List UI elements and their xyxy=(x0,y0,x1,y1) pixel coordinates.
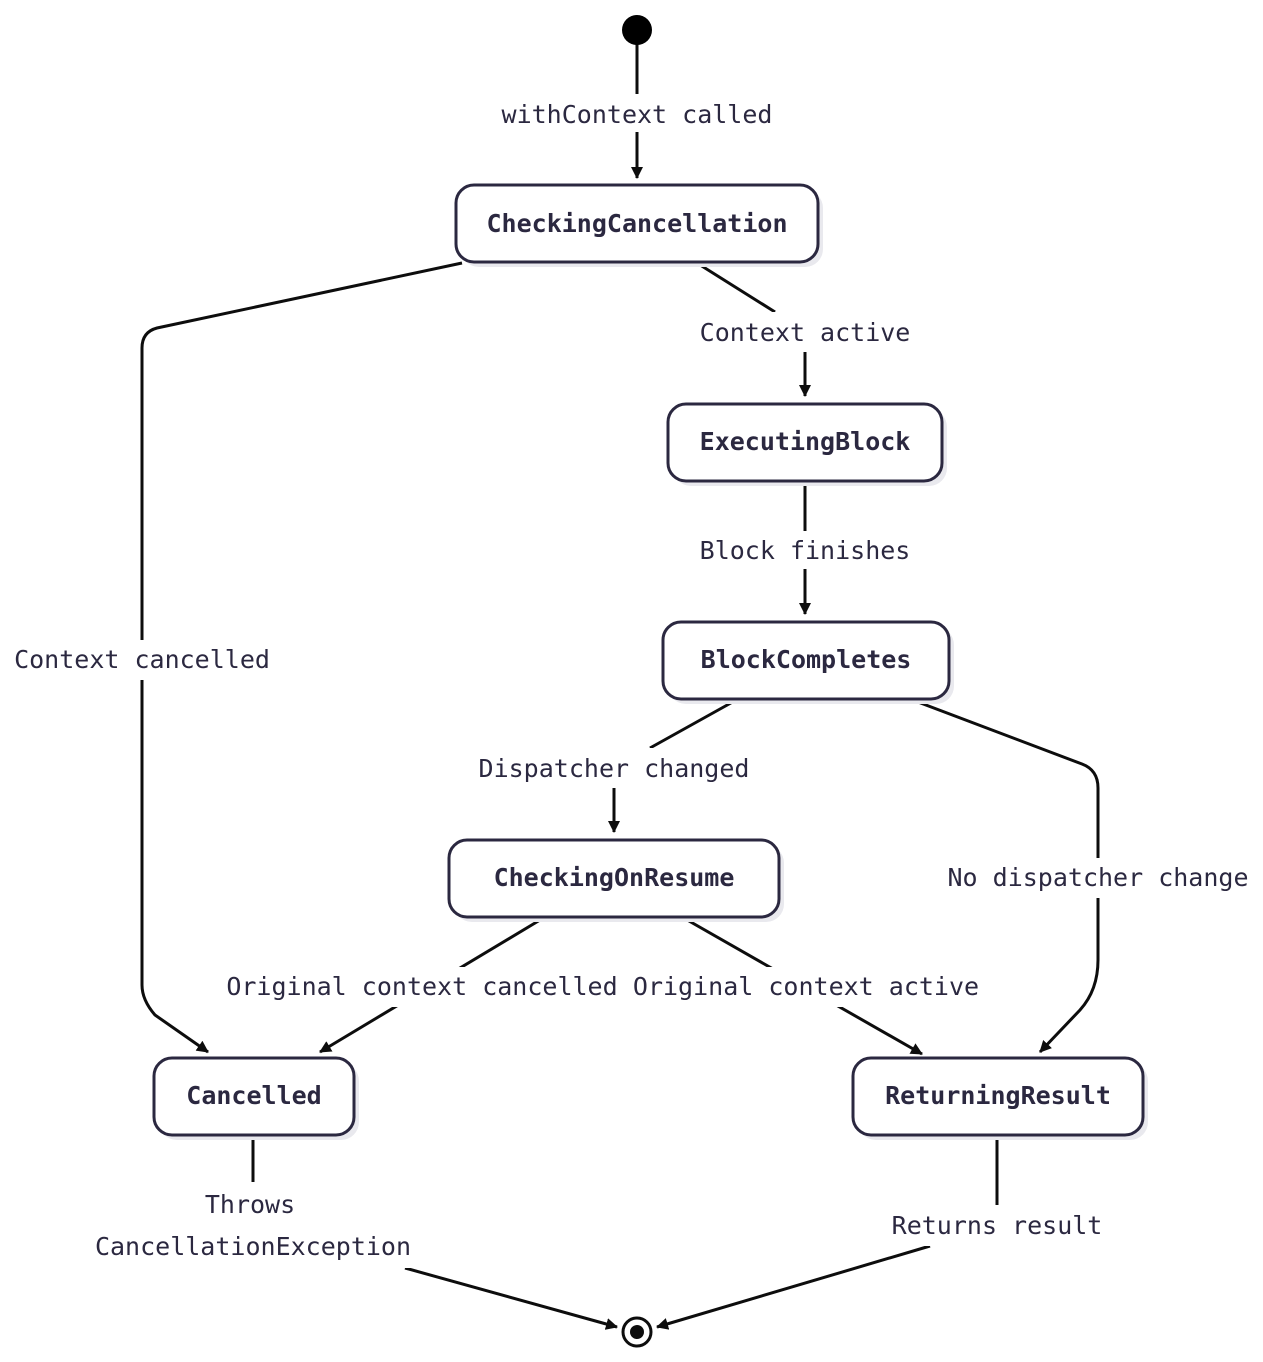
svg-text:Cancelled: Cancelled xyxy=(186,1081,321,1110)
edge-checking-to-executing xyxy=(696,261,805,396)
state-checking-cancellation: CheckingCancellation xyxy=(454,183,823,267)
svg-text:BlockCompletes: BlockCompletes xyxy=(701,645,912,674)
label-completes-to-resume: Dispatcher changed xyxy=(470,748,758,788)
svg-text:CheckingCancellation: CheckingCancellation xyxy=(486,209,787,238)
label-start-to-checking: withContext called xyxy=(498,94,776,132)
svg-text:CheckingOnResume: CheckingOnResume xyxy=(494,863,735,892)
end-node xyxy=(621,1316,653,1348)
state-block-completes: BlockCompletes xyxy=(661,620,954,704)
edge-completes-to-resume xyxy=(614,697,739,832)
label-resume-to-cancelled: Original context cancelled xyxy=(226,967,618,1007)
label-checking-to-cancelled: Context cancelled xyxy=(10,640,274,680)
label-executing-to-completes: Block finishes xyxy=(700,531,911,569)
svg-text:Returns result: Returns result xyxy=(892,1211,1103,1240)
state-executing-block: ExecutingBlock xyxy=(666,402,947,486)
label-completes-to-returning: No dispatcher change xyxy=(940,858,1256,898)
edge-cancelled-to-end xyxy=(251,1135,617,1327)
label-cancelled-to-end: Throws CancellationException xyxy=(92,1182,414,1268)
label-returning-to-end: Returns result xyxy=(890,1205,1104,1246)
svg-text:withContext called: withContext called xyxy=(502,100,773,129)
svg-text:No dispatcher change: No dispatcher change xyxy=(947,863,1248,892)
state-cancelled: Cancelled xyxy=(152,1056,359,1140)
svg-text:Original context active: Original context active xyxy=(633,972,979,1001)
svg-text:Throws: Throws xyxy=(205,1190,295,1219)
state-checking-on-resume: CheckingOnResume xyxy=(447,838,784,922)
svg-text:Block finishes: Block finishes xyxy=(700,536,911,565)
svg-text:Context cancelled: Context cancelled xyxy=(14,645,270,674)
svg-text:CancellationException: CancellationException xyxy=(95,1232,411,1261)
label-checking-to-executing: Context active xyxy=(697,312,913,352)
state-returning-result: ReturningResult xyxy=(851,1056,1148,1140)
label-resume-to-returning: Original context active xyxy=(633,967,979,1007)
svg-text:ExecutingBlock: ExecutingBlock xyxy=(700,427,911,456)
svg-text:Dispatcher changed: Dispatcher changed xyxy=(479,754,750,783)
svg-text:Context active: Context active xyxy=(700,318,911,347)
svg-text:ReturningResult: ReturningResult xyxy=(885,1081,1111,1110)
svg-text:Original context cancelled: Original context cancelled xyxy=(226,972,617,1001)
start-node xyxy=(622,15,652,45)
edge-returning-to-end xyxy=(657,1135,999,1327)
